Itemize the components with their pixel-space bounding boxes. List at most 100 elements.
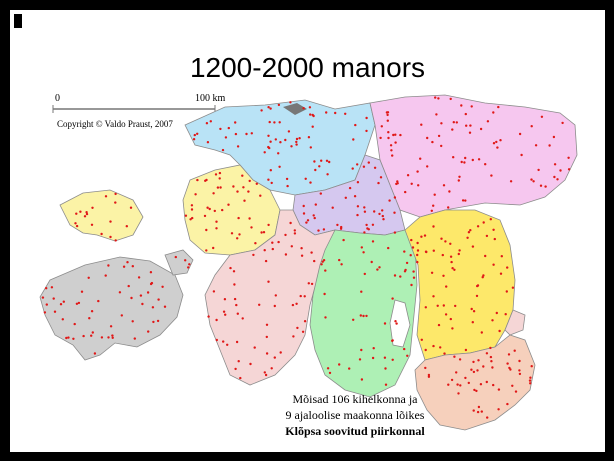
manor-dot — [233, 297, 237, 301]
manor-dot — [455, 121, 458, 124]
manor-dot — [85, 211, 88, 214]
region-tartumaa[interactable] — [404, 209, 516, 361]
region-vorumaa[interactable] — [414, 334, 536, 431]
region-hiiumaa[interactable] — [59, 189, 144, 242]
manor-dot — [472, 370, 476, 374]
manor-dot — [72, 337, 75, 340]
manor-dot — [324, 269, 327, 272]
manor-dot — [100, 232, 103, 236]
manor-dot — [387, 136, 390, 140]
manor-dot — [464, 156, 467, 160]
manor-dot — [363, 231, 366, 234]
manor-dot — [460, 104, 463, 107]
manor-dot — [339, 227, 343, 230]
manor-dot — [221, 208, 224, 212]
caption-line-3[interactable]: Klõpsa soovitud piirkonnal — [285, 424, 425, 438]
manor-dot — [127, 284, 130, 288]
manor-dot — [426, 165, 429, 168]
manor-dot — [248, 217, 251, 220]
manor-dot — [212, 290, 216, 293]
manor-dot — [91, 206, 94, 209]
manor-dot — [453, 355, 456, 358]
region-muhu[interactable] — [164, 249, 194, 276]
manor-dot — [367, 228, 370, 231]
manor-dot — [91, 331, 95, 334]
manor-dot — [518, 132, 522, 136]
manor-dot — [151, 306, 155, 309]
manor-dot — [530, 125, 533, 128]
manor-dot — [365, 116, 368, 120]
region-virumaa[interactable] — [369, 94, 578, 218]
manor-dot — [530, 178, 533, 181]
manor-dot — [255, 182, 258, 185]
manor-dot — [311, 125, 314, 128]
manor-dot — [437, 323, 441, 327]
manor-dot — [390, 149, 393, 152]
manor-dot — [441, 253, 444, 257]
manor-dot — [424, 366, 427, 370]
manor-dot — [469, 124, 472, 127]
manor-dot — [506, 362, 509, 365]
manor-dot — [528, 379, 532, 382]
manor-dot — [360, 378, 364, 381]
manor-dot — [392, 133, 395, 137]
manor-dot — [365, 223, 368, 227]
manor-dot — [226, 343, 229, 346]
manor-dot — [300, 247, 303, 250]
manor-dot — [471, 158, 474, 162]
manor-dot — [163, 305, 167, 308]
manor-dot — [450, 260, 453, 264]
manor-dot — [190, 204, 194, 207]
manor-dot — [529, 382, 532, 385]
manor-dot — [265, 352, 269, 355]
manor-dot — [269, 169, 272, 172]
manor-dot — [448, 190, 451, 193]
manor-dot — [209, 120, 212, 123]
estonia-manors-map[interactable]: 0 100 km Copyright © Valdo Praust, 2007 — [25, 85, 595, 447]
manor-dot — [271, 241, 274, 244]
manor-dot — [75, 302, 79, 305]
manor-dot — [437, 134, 441, 138]
manor-dot — [131, 265, 134, 268]
region-saaremaa[interactable] — [39, 256, 184, 361]
manor-dot — [267, 178, 270, 181]
manor-dot — [412, 270, 415, 273]
manor-dot — [386, 119, 389, 122]
manor-dot — [471, 245, 475, 248]
manor-dot — [298, 137, 301, 140]
manor-dot — [432, 204, 435, 207]
manor-dot — [433, 193, 436, 196]
manor-dot — [259, 194, 262, 197]
manor-dot — [61, 318, 64, 321]
manor-dot — [82, 334, 85, 338]
manor-dot — [234, 367, 237, 371]
manor-dot — [354, 123, 357, 127]
manor-dot — [149, 271, 153, 274]
manor-dot — [356, 181, 360, 184]
region-viljandimaa[interactable] — [309, 229, 418, 398]
manor-dot — [499, 272, 503, 275]
manor-dot — [463, 161, 466, 164]
manor-dot — [305, 221, 308, 224]
manor-dot — [495, 311, 498, 315]
manor-dot — [229, 266, 232, 270]
manor-dot — [277, 152, 280, 155]
manor-dot — [489, 218, 492, 221]
manor-dot — [351, 167, 354, 170]
manor-dot — [88, 317, 91, 320]
manor-dot — [362, 251, 365, 254]
manor-dot — [187, 266, 190, 269]
manor-dot — [470, 368, 473, 371]
manor-dot — [215, 227, 218, 230]
manor-dot — [482, 221, 485, 224]
manor-dot — [391, 297, 394, 300]
manor-dot — [126, 261, 129, 264]
manor-dot — [552, 135, 556, 139]
caption-line-1: Mõisad 106 kihelkonna ja — [293, 392, 419, 406]
manor-dot — [203, 214, 207, 218]
manor-dot — [479, 127, 483, 131]
manor-dot — [387, 131, 390, 134]
manor-dot — [391, 358, 394, 361]
manor-dot — [449, 97, 452, 101]
manor-dot — [548, 144, 551, 147]
